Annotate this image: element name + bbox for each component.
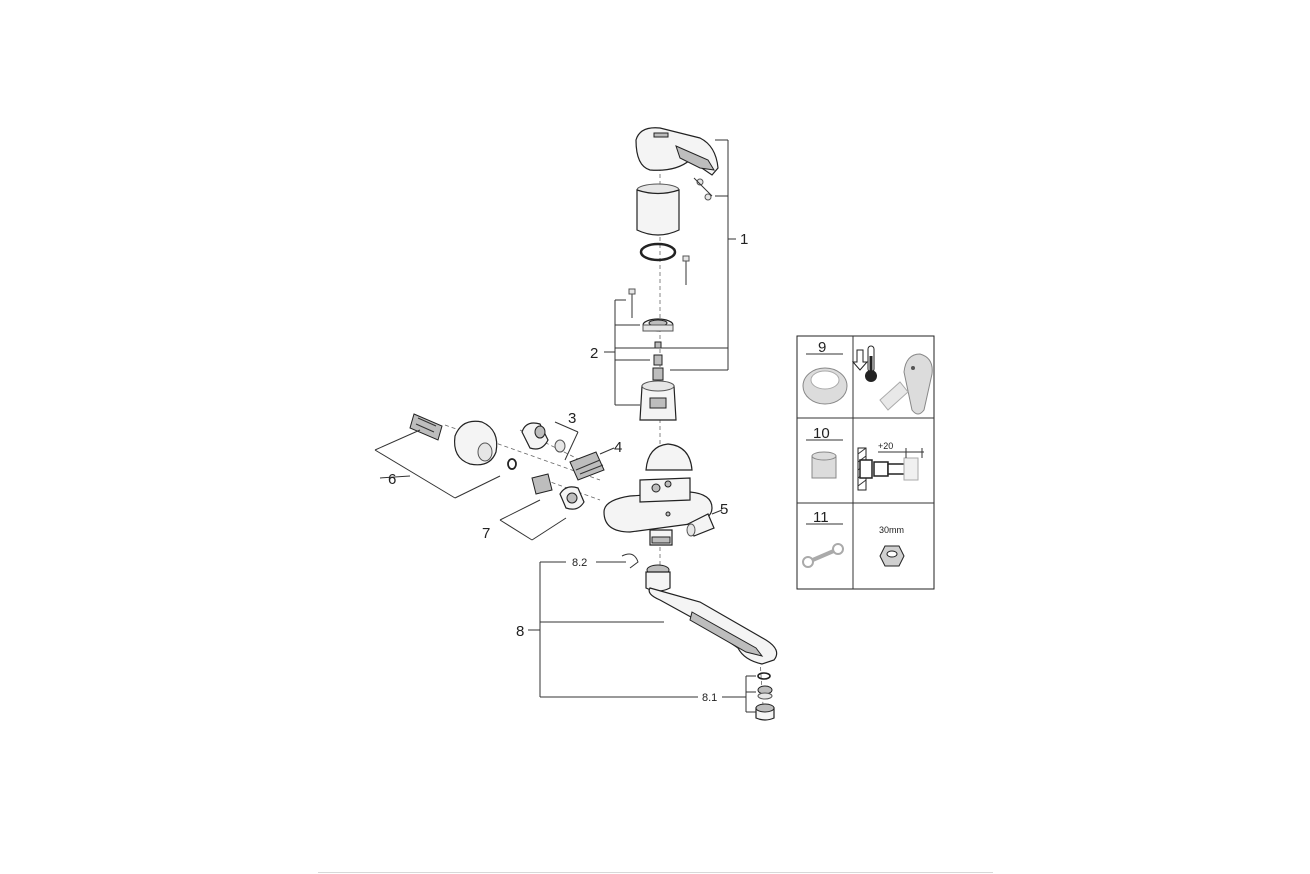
callout-7-label: 7: [482, 525, 490, 542]
bottom-divider: [318, 872, 993, 873]
callout-8-2-label: 8.2: [572, 557, 587, 569]
callout-8-label: 8: [516, 623, 524, 640]
legend-item-11: 11: [813, 509, 829, 526]
elbow-connector: [521, 422, 566, 453]
lever-handle-icon: [879, 353, 933, 415]
extension-piece-icon: [811, 451, 837, 479]
callout-4-label: 4: [614, 439, 622, 456]
callout-8-bracket: [528, 561, 756, 713]
callout-2-bracket: [604, 299, 650, 406]
cap-5: [686, 513, 715, 537]
wrench-icon: [802, 543, 844, 568]
handle-cap-sleeve: [636, 183, 680, 236]
mixer-body: [603, 443, 713, 546]
nut-connector-7: [531, 473, 585, 510]
callout-7-bracket: [499, 499, 567, 541]
s-union-6: [409, 413, 517, 470]
handle-lever: [635, 127, 719, 201]
callout-1-label: 1: [740, 231, 748, 248]
check-valve-4: [569, 451, 605, 481]
callout-6-label: 6: [388, 471, 396, 488]
dimension-plus-20: +20: [878, 441, 893, 451]
callout-3-label: 3: [568, 410, 576, 427]
callout-2-label: 2: [590, 345, 598, 362]
temperature-limiter-icon: [802, 367, 848, 405]
wall-installation-icon: [857, 447, 924, 491]
spout-8: [645, 564, 778, 665]
aerator-8-1: [755, 672, 775, 721]
spindle-small-parts: [653, 341, 663, 366]
hex-nut-icon: [879, 545, 905, 567]
callout-3-bracket: [554, 421, 579, 461]
accessories-legend: +20 30mm: [796, 335, 935, 590]
legend-item-10: 10: [813, 425, 830, 442]
legend-item-9: 9: [818, 339, 826, 356]
bonnet-ring: [642, 318, 674, 332]
screws: [628, 255, 690, 318]
nut-size-label: 30mm: [879, 525, 904, 535]
callout-8-1-label: 8.1: [702, 692, 717, 704]
cartridge: [639, 367, 677, 421]
callout-1-bracket: [615, 139, 736, 371]
callout-6-bracket: [374, 429, 501, 499]
callout-5-label: 5: [720, 501, 728, 518]
spout-clip-8-2: [621, 553, 639, 569]
thermometer-arrow-icon: [851, 345, 877, 382]
o-ring: [639, 242, 677, 262]
